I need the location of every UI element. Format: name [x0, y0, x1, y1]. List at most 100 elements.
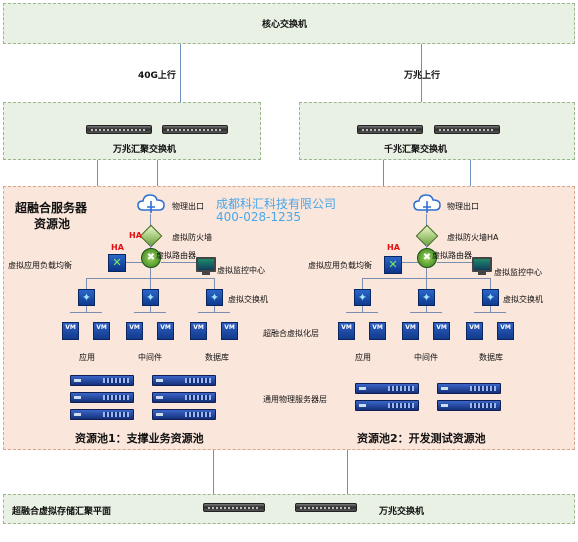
pool1-link-cloud-fw	[150, 214, 151, 228]
watermark-company: 成都科汇科技有限公司	[216, 197, 337, 211]
pool2-group-middleware: 中间件	[414, 353, 438, 362]
pool1-vsw-vm-2	[150, 306, 151, 312]
pool2-server-3	[355, 400, 419, 411]
storage-switch-2	[295, 503, 357, 512]
pool1-link-router-bus	[150, 268, 151, 278]
storage-switch-label: 万兆交换机	[379, 507, 425, 517]
pool2-bus-drop-3	[490, 278, 491, 289]
pool1-server-5	[70, 409, 134, 420]
pool1-monitor-label: 虚拟监控中心	[217, 266, 265, 275]
pool1-router-icon	[141, 248, 161, 268]
pool2-vm-5: VM	[466, 322, 483, 340]
pool1-bus-drop-1	[86, 278, 87, 289]
hyper-layer-label: 超融合虚拟化层	[263, 329, 319, 338]
aggregation-right-band	[299, 102, 575, 160]
pool1-link-lb-router	[126, 262, 142, 263]
pool2-vswitch-2	[418, 289, 435, 306]
pool2-vswitch-label: 虚拟交换机	[503, 295, 543, 304]
pool1-vm-5: VM	[190, 322, 207, 340]
pool2-monitor-icon	[472, 257, 492, 275]
pool1-ha-fw: HA	[129, 231, 142, 240]
pool2-server-1	[355, 383, 419, 394]
pool1-vswitch-label: 虚拟交换机	[228, 295, 268, 304]
pool2-vswitch-3	[482, 289, 499, 306]
pool1-physical-exit-label: 物理出口	[172, 202, 204, 211]
pool-title-line1: 超融合服务器	[15, 201, 88, 215]
pool2-vm-bus-1	[346, 312, 378, 313]
pool2-vm-3: VM	[402, 322, 419, 340]
physical-layer-label: 通用物理服务器层	[263, 395, 327, 404]
pool1-link-fw-router	[150, 244, 151, 250]
pool2-vsw-vm-3	[490, 306, 491, 312]
pool1-vm-3: VM	[126, 322, 143, 340]
pool1-vm-bus-3	[198, 312, 230, 313]
pool2-vm-2: VM	[369, 322, 386, 340]
pool2-link-fw-router	[426, 244, 427, 250]
pool1-server-2	[152, 375, 216, 386]
watermark-phone: 400-028-1235	[216, 210, 302, 224]
pool2-group-database: 数据库	[479, 353, 503, 362]
pool2-link-cloud-fw	[426, 214, 427, 228]
pool2-vswitch-1	[354, 289, 371, 306]
pool1-group-middleware: 中间件	[138, 353, 162, 362]
pool2-firewall-label: 虚拟防火墙HA	[447, 233, 499, 242]
pool2-vm-1: VM	[338, 322, 355, 340]
pool1-server-6	[152, 409, 216, 420]
pool2-router-label: 虚拟路由器	[432, 251, 472, 260]
storage-switch-1	[203, 503, 265, 512]
pool2-bus-drop-2	[426, 278, 427, 289]
pool1-bus-drop-2	[150, 278, 151, 289]
pool1-load-balancer-label: 虚拟应用负载均衡	[8, 261, 72, 270]
core-switch-band	[3, 3, 575, 44]
cloud-icon	[137, 194, 165, 213]
pool2-footer: 资源池2：开发测试资源池	[357, 432, 486, 445]
pool1-vm-bus-2	[134, 312, 166, 313]
pool1-load-balancer-icon	[108, 254, 126, 272]
pool1-firewall-label: 虚拟防火墙	[172, 233, 212, 242]
storage-plane-band	[3, 494, 575, 524]
uplink-right-label: 万兆上行	[404, 71, 441, 81]
pool1-footer: 资源池1：支撑业务资源池	[75, 432, 204, 445]
pool2-group-app: 应用	[355, 353, 371, 362]
pool2-vm-6: VM	[497, 322, 514, 340]
aggregation-right-label: 千兆汇聚交换机	[384, 145, 448, 155]
pool2-vm-4: VM	[433, 322, 450, 340]
pool1-vswitch-1	[78, 289, 95, 306]
pool2-vm-bus-2	[410, 312, 442, 313]
pool1-server-4	[152, 392, 216, 403]
pool2-link-router-bus	[426, 268, 427, 278]
agg-pool-line-2	[157, 160, 158, 186]
pool2-vsw-vm-2	[426, 306, 427, 312]
pool2-vm-bus-3	[474, 312, 506, 313]
pool1-vm-bus-1	[70, 312, 102, 313]
pool-storage-line-2	[347, 450, 348, 494]
storage-plane-label: 超融合虚拟存储汇聚平面	[12, 507, 112, 517]
pool1-vm-6: VM	[221, 322, 238, 340]
pool1-monitor-icon	[196, 257, 216, 275]
pool1-server-3	[70, 392, 134, 403]
pool1-vm-4: VM	[157, 322, 174, 340]
pool2-ha-lb: HA	[387, 243, 400, 252]
pool2-load-balancer-label: 虚拟应用负载均衡	[308, 261, 372, 270]
uplink-left-label: 40G上行	[138, 71, 176, 81]
pool2-vsw-vm-1	[362, 306, 363, 312]
pool2-bus-drop-1	[362, 278, 363, 289]
pool1-server-1	[70, 375, 134, 386]
uplink-left-line	[180, 44, 181, 102]
pool2-load-balancer-icon	[384, 256, 402, 274]
pool-title-line2: 资源池	[34, 217, 71, 231]
pool1-group-app: 应用	[79, 353, 95, 362]
pool1-group-database: 数据库	[205, 353, 229, 362]
aggregation-right-switch-1	[357, 125, 423, 134]
aggregation-left-switch-1	[86, 125, 152, 134]
pool1-vsw-vm-3	[214, 306, 215, 312]
pool2-server-2	[437, 383, 501, 394]
pool1-vswitch-2	[142, 289, 159, 306]
agg-pool-line-3	[383, 160, 384, 186]
aggregation-left-switch-2	[162, 125, 228, 134]
pool2-link-router-mon	[437, 262, 472, 263]
pool-storage-line-1	[213, 450, 214, 494]
pool1-router-label: 虚拟路由器	[156, 251, 196, 260]
pool1-vm-1: VM	[62, 322, 79, 340]
pool1-vsw-vm-1	[86, 306, 87, 312]
